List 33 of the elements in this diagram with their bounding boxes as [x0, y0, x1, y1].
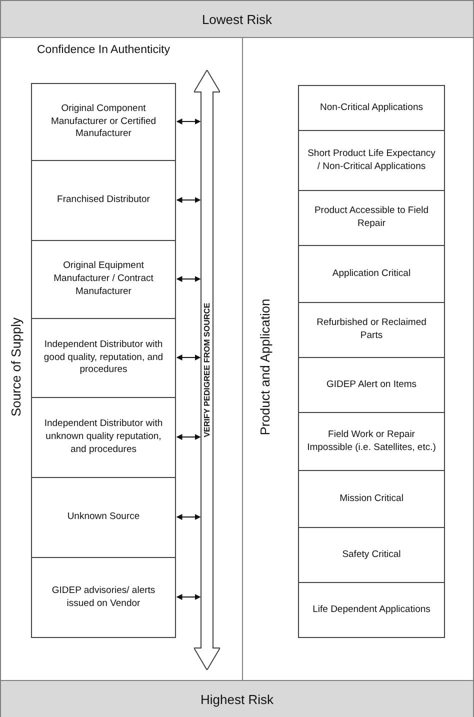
category-box: Original Component Manufacturer or Certified Manufacturer [31, 83, 176, 161]
category-box: Application Critical [298, 245, 445, 303]
category-box: Mission Critical [298, 470, 445, 528]
double-arrow-connector [176, 118, 201, 124]
arrow-label: VERIFY PEDIGREE FROM SOURCE [202, 302, 212, 438]
double-arrow-connector [176, 354, 201, 360]
category-box: Field Work or Repair Impossible (i.e. Satellites, etc.) [298, 412, 445, 471]
category-box: Original Equipment Manufacturer / Contract Manufacturer [31, 240, 176, 319]
double-arrow-connector [176, 197, 201, 203]
double-arrow-connector [176, 434, 201, 440]
side-label: Source of Supply [8, 318, 24, 416]
double-arrow-connector [176, 276, 201, 282]
category-box: Refurbished or Reclaimed Parts [298, 302, 445, 358]
category-box: GIDEP advisories/ alerts issued on Vendor [31, 557, 176, 638]
category-box: Life Dependent Applications [298, 582, 445, 638]
category-box: Product Accessible to Field Repair [298, 190, 445, 246]
category-box: Non-Critical Applications [298, 85, 445, 131]
category-box: Short Product Life Expectancy / Non-Critical Applications [298, 130, 445, 191]
category-box: Safety Critical [298, 527, 445, 583]
column-heading: Confidence In Authenticity [36, 43, 171, 58]
category-box: Franchised Distributor [31, 160, 176, 241]
risk-band [0, 0, 474, 38]
double-arrow-connector [176, 594, 201, 600]
band-label: Highest Risk [200, 692, 274, 706]
double-pointed-banner [194, 70, 220, 670]
side-label: Product and Application [258, 298, 272, 436]
double-arrow-connector [176, 514, 201, 520]
category-box: Unknown Source [31, 477, 176, 558]
category-box: GIDEP Alert on Items [298, 357, 445, 413]
category-box: Independent Distributor with unknown quality reputation, and procedures [31, 397, 176, 478]
category-box: Independent Distributor with good quality, reputation, and procedures [31, 318, 176, 398]
risk-band [0, 680, 474, 717]
band-label: Lowest Risk [202, 12, 272, 26]
